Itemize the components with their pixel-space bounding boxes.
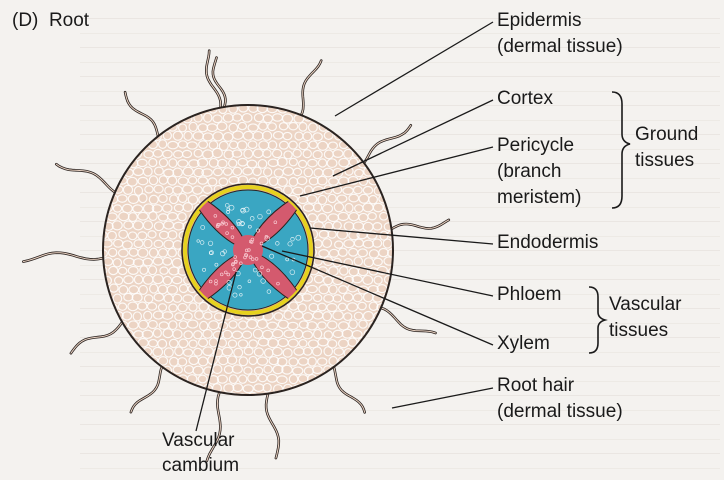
label-cortex: Cortex	[497, 88, 553, 110]
label-vascular-tissues-2: tissues	[609, 320, 668, 342]
label-ground-tissues-2: tissues	[635, 150, 694, 172]
label-epidermis-note: (dermal tissue)	[497, 36, 623, 58]
label-vascular-cambium-1: Vascular	[162, 430, 235, 452]
label-phloem: Phloem	[497, 284, 561, 306]
label-pericycle: Pericycle	[497, 135, 574, 157]
label-root-hair: Root hair	[497, 375, 574, 397]
label-vascular-cambium-2: cambium	[162, 455, 239, 477]
label-endodermis: Endodermis	[497, 232, 598, 254]
panel-label: (D) Root	[12, 10, 89, 32]
label-epidermis: Epidermis	[497, 10, 581, 32]
label-pericycle-note-1: (branch	[497, 161, 561, 183]
label-vascular-tissues-1: Vascular	[609, 294, 682, 316]
label-pericycle-note-2: meristem)	[497, 187, 581, 209]
panel-letter: (D)	[12, 10, 38, 31]
label-xylem: Xylem	[497, 333, 550, 355]
panel-title: Root	[49, 10, 89, 31]
label-root-hair-note: (dermal tissue)	[497, 401, 623, 423]
label-ground-tissues-1: Ground	[635, 124, 698, 146]
